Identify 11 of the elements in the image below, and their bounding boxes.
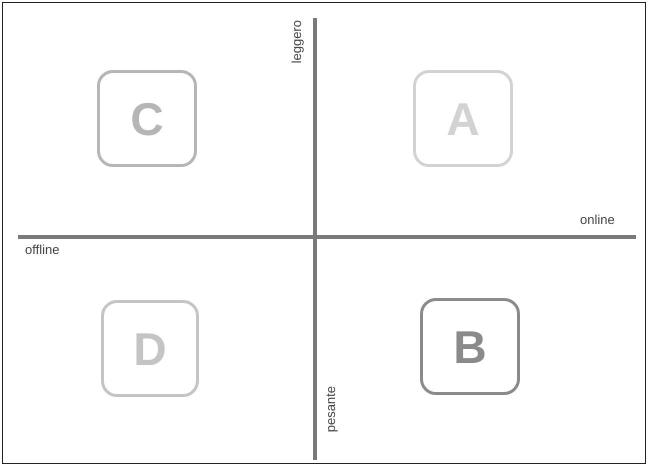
quadrant-letter: C <box>130 96 164 142</box>
axis-label: offline <box>25 243 60 256</box>
quadrant-letter: D <box>133 326 167 372</box>
axis-label: online <box>580 213 615 226</box>
axis-label: pesante <box>324 386 337 432</box>
axis-label: leggero <box>290 20 303 64</box>
quadrant-box <box>420 298 520 395</box>
quadrant-box <box>101 300 199 397</box>
quadrant-box <box>413 70 513 167</box>
quadrant-letter: B <box>453 324 487 370</box>
quadrant-box <box>97 70 197 167</box>
